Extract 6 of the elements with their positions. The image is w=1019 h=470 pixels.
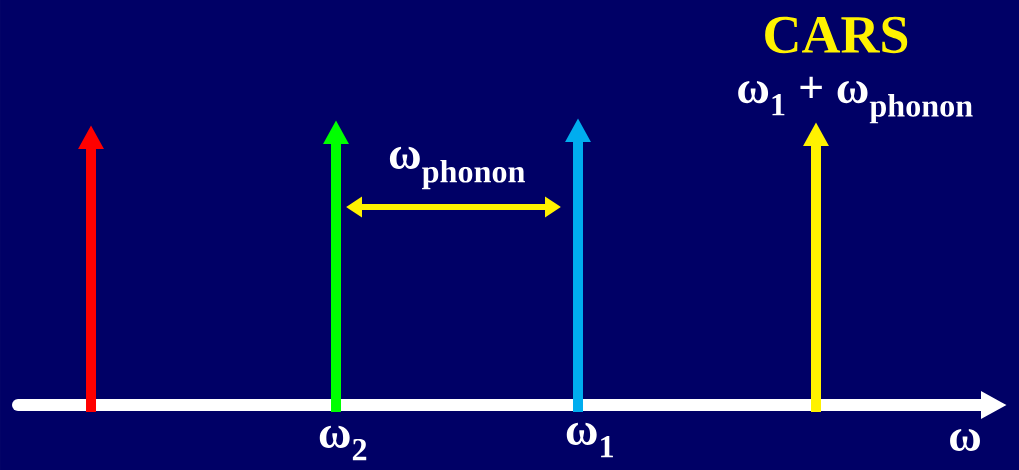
axis-label: ω: [950, 428, 980, 452]
title: CARS: [765, 16, 908, 54]
axis-label: ω$_{2}$: [319, 425, 367, 461]
peak-label: ω$_{1}$ + ω$_{phonon}$: [738, 76, 973, 124]
axis-label: ω$_{1}$: [566, 422, 613, 458]
dimension-label: ω$_{phonon}$: [389, 146, 525, 190]
